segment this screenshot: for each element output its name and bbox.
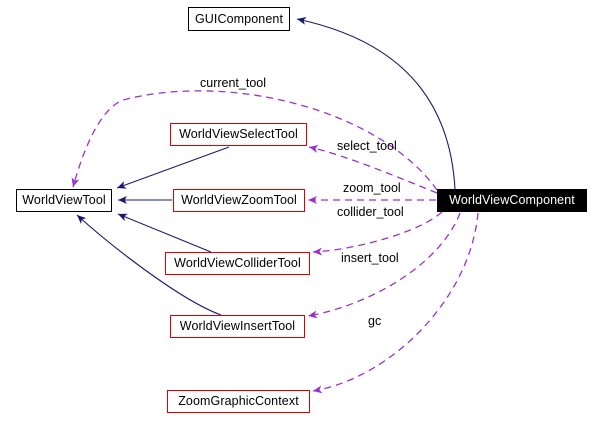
edge-label-zoom-tool: zoom_tool bbox=[343, 181, 401, 195]
edge-inherit-insert-to-tool bbox=[76, 214, 222, 316]
edge-inherit-collider-to-tool bbox=[117, 213, 212, 253]
edge-inherit-select-to-tool bbox=[116, 146, 230, 189]
node-label: WorldViewTool bbox=[22, 193, 106, 208]
node-world-view-component[interactable]: WorldViewComponent bbox=[437, 189, 587, 212]
node-gui-component[interactable]: GUIComponent bbox=[188, 7, 290, 31]
edge-label-gc: gc bbox=[368, 314, 382, 328]
node-label: ZoomGraphicContext bbox=[178, 394, 299, 409]
node-world-view-select-tool[interactable]: WorldViewSelectTool bbox=[170, 123, 307, 146]
node-world-view-zoom-tool[interactable]: WorldViewZoomTool bbox=[173, 189, 305, 212]
edge-label-insert-tool: insert_tool bbox=[341, 251, 399, 265]
edge-label-select-tool: select_tool bbox=[337, 139, 397, 153]
node-label: WorldViewSelectTool bbox=[179, 127, 298, 142]
edge-inherit-component-to-gui bbox=[296, 16, 456, 190]
edge-assoc-collider-tool bbox=[312, 211, 443, 256]
node-label: WorldViewComponent bbox=[449, 193, 575, 208]
node-zoom-graphic-context[interactable]: ZoomGraphicContext bbox=[167, 390, 310, 413]
edge-assoc-current-tool bbox=[71, 90, 438, 191]
node-label: WorldViewColliderTool bbox=[174, 256, 301, 271]
node-label: GUIComponent bbox=[194, 11, 284, 26]
node-world-view-insert-tool[interactable]: WorldViewInsertTool bbox=[170, 315, 305, 338]
node-world-view-collider-tool[interactable]: WorldViewColliderTool bbox=[165, 252, 310, 275]
node-world-view-tool[interactable]: WorldViewTool bbox=[16, 189, 112, 212]
node-label: WorldViewInsertTool bbox=[179, 319, 296, 334]
node-label: WorldViewZoomTool bbox=[181, 193, 297, 208]
edge-label-collider-tool: collider_tool bbox=[337, 205, 404, 219]
edge-assoc-select-tool bbox=[308, 145, 438, 194]
edge-assoc-gc bbox=[312, 212, 479, 394]
edge-label-current-tool: current_tool bbox=[200, 76, 267, 90]
